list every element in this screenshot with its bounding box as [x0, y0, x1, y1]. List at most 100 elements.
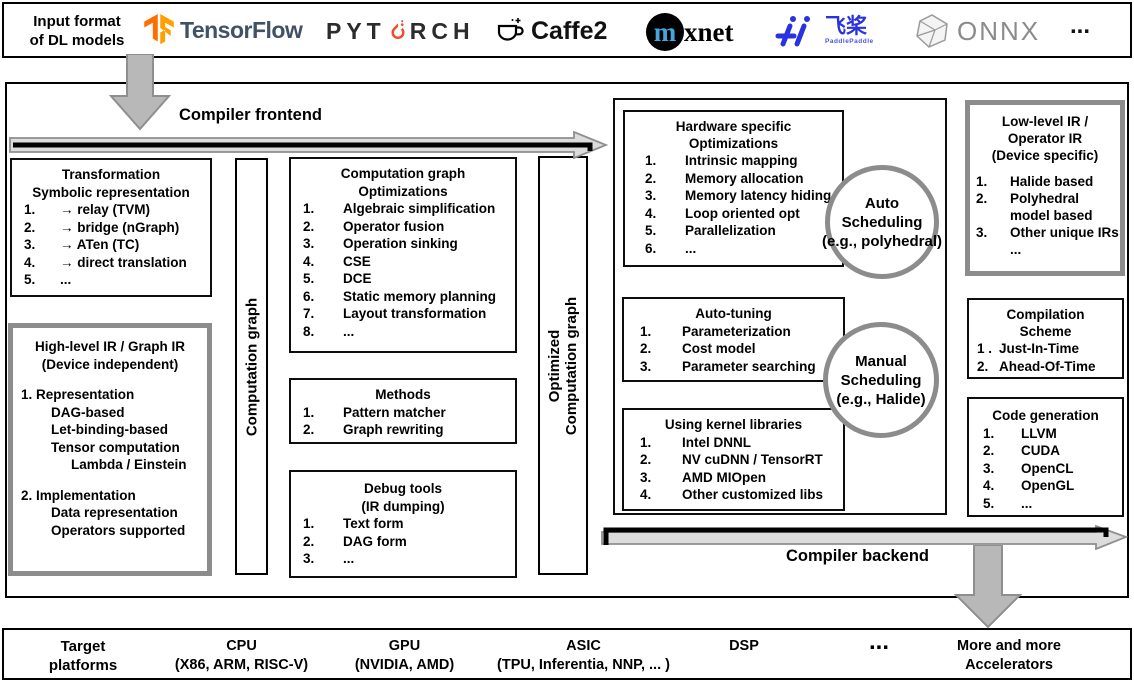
list-item-text: CUDA [1021, 443, 1060, 458]
list-item-number: 2. [976, 191, 988, 206]
list-item-number: 4. [303, 253, 315, 269]
list-item-text: Layout transformation [343, 306, 487, 321]
list-item-text: Text form [343, 516, 404, 531]
list-item-number: 6. [645, 240, 657, 256]
list-item-number: 1 . [977, 341, 993, 356]
list-item: 4.→ direct translation [12, 254, 210, 272]
list-item: 5.... [969, 495, 1122, 513]
list-item: 2. → bridge (nGraph) [12, 219, 210, 237]
list-item-number: 8. [303, 323, 315, 339]
hlir-title: High-level IR / Graph IR [34, 339, 186, 354]
list-item: 1.Algebraic simplification [291, 200, 515, 218]
computation-graph-bar: Computation graph [235, 158, 268, 575]
caffe2-cup-icon [497, 18, 524, 41]
list-item-number: 1. [976, 174, 988, 189]
list-item-number: 4. [983, 478, 995, 493]
manual-scheduling-label: Manual Scheduling (e.g., Halide) [836, 352, 925, 409]
more-accel-line1: More and more [957, 638, 1061, 654]
list-item-text: Algebraic simplification [343, 201, 496, 216]
input-formats-bar: Input format of DL models TensorFlow PYT… [2, 2, 1132, 58]
onnx-wordmark: ONNX [957, 15, 1041, 46]
list-item: 1.LLVM [969, 425, 1122, 443]
list-item-text: Pattern matcher [343, 404, 446, 420]
hlir-let-binding: Let-binding-based [51, 422, 168, 437]
list-item: 2.Cost model [624, 340, 843, 358]
mxnet-wordmark: xnet [684, 16, 734, 47]
list-item-text: Static memory planning [343, 288, 497, 304]
input-format-label-line1: Input format [33, 13, 121, 30]
list-item: 3.Operation sinking [291, 235, 515, 253]
transformation-title: Transformation [61, 167, 161, 182]
optimized-computation-graph-bar-label: Optimized Computation graph [546, 296, 580, 434]
list-item-number: 2. [24, 219, 36, 235]
list-item: 1.Intel DNNL [624, 434, 843, 452]
list-item-number: 2. [303, 218, 315, 234]
more-accel-line2: Accelerators [965, 657, 1053, 673]
list-item-number: 5. [24, 272, 36, 287]
list-item-number: 4. [645, 205, 657, 221]
list-item-text: DCE [343, 271, 372, 286]
list-item-text: ... [1021, 495, 1033, 511]
list-item-text: Cost model [682, 341, 756, 356]
platform-more-accelerators: More and more Accelerators [919, 637, 1099, 675]
list-item-text: ... [343, 551, 355, 566]
hw-opt-subtitle: Optimizations [688, 136, 779, 151]
dsp-label: DSP [729, 638, 759, 654]
hw-opt-title: Hardware specific [675, 119, 792, 134]
list-item-text: → relay (TVM) [60, 202, 151, 217]
list-item-number: 3. [303, 236, 315, 251]
list-item: 3.AMD MIOpen [624, 469, 843, 487]
optimized-computation-graph-bar: Optimized Computation graph [538, 156, 588, 575]
caffe2-wordmark: Caffe2 [531, 16, 608, 45]
list-item: 2.Ahead-Of-Time [969, 358, 1122, 376]
list-item-text: Polyhedral model based [1010, 191, 1093, 223]
list-item-text: Loop oriented opt [685, 205, 800, 221]
tensorflow-logo: TensorFlow [144, 14, 303, 46]
list-item-number: 3. [24, 237, 36, 252]
target-label-line1: Target [60, 638, 106, 655]
platform-dsp: DSP [704, 637, 784, 656]
input-format-label-line2: of DL models [29, 32, 125, 49]
list-item-text: CSE [343, 253, 371, 269]
list-item: 2.DAG form [291, 533, 515, 551]
scheme-title: Compilation [1006, 307, 1085, 322]
list-item: 3.Other unique IRs ... [970, 224, 1120, 258]
gpu-label: GPU [388, 638, 421, 654]
list-item-text: ... [343, 323, 355, 339]
list-item-text: AMD MIOpen [682, 469, 766, 485]
list-item-number: 7. [303, 306, 315, 321]
list-item: 3.Memory latency hiding [625, 187, 842, 205]
list-item-number: 3. [645, 188, 657, 203]
asic-label: ASIC [566, 638, 601, 654]
debug-title: Debug tools [364, 481, 442, 496]
compiler-backend-title: Compiler backend [785, 547, 930, 565]
list-item: 4.Other customized libs [624, 486, 843, 504]
list-item-text: → bridge (nGraph) [60, 219, 180, 235]
pytorch-wordmark-left: PYT [326, 18, 386, 44]
frontend-flow-arrow-icon [9, 131, 608, 159]
manual-scheduling-line1: Manual [855, 352, 907, 370]
input-format-label: Input format of DL models [18, 12, 136, 50]
hlir-representation: 1. Representation [21, 387, 135, 402]
list-item-text: Parameterization [682, 323, 791, 339]
pytorch-wordmark-right: RCH [409, 18, 475, 44]
auto-scheduling-line1: Auto [864, 194, 900, 212]
debug-subtitle: (IR dumping) [361, 498, 445, 514]
list-item-number: 5. [303, 271, 315, 286]
list-item: 1.Parameterization [624, 323, 843, 341]
list-item-number: 1. [303, 516, 315, 531]
asic-sublabel: (TPU, Inferentia, NNP, ... ) [497, 657, 670, 673]
auto-scheduling-line2: Scheduling [841, 213, 923, 231]
transformation-subtitle: Symbolic representation [32, 184, 190, 200]
llir-title: Low-level IR / [1001, 114, 1089, 129]
opt-graph-line1: Optimized [546, 329, 563, 402]
kernel-libs-title: Using kernel libraries [664, 417, 803, 432]
cpu-label: CPU [226, 638, 257, 654]
list-item-number: 6. [303, 288, 315, 304]
auto-tuning-title: Auto-tuning [695, 306, 772, 321]
list-item-text: Operator fusion [343, 218, 445, 234]
